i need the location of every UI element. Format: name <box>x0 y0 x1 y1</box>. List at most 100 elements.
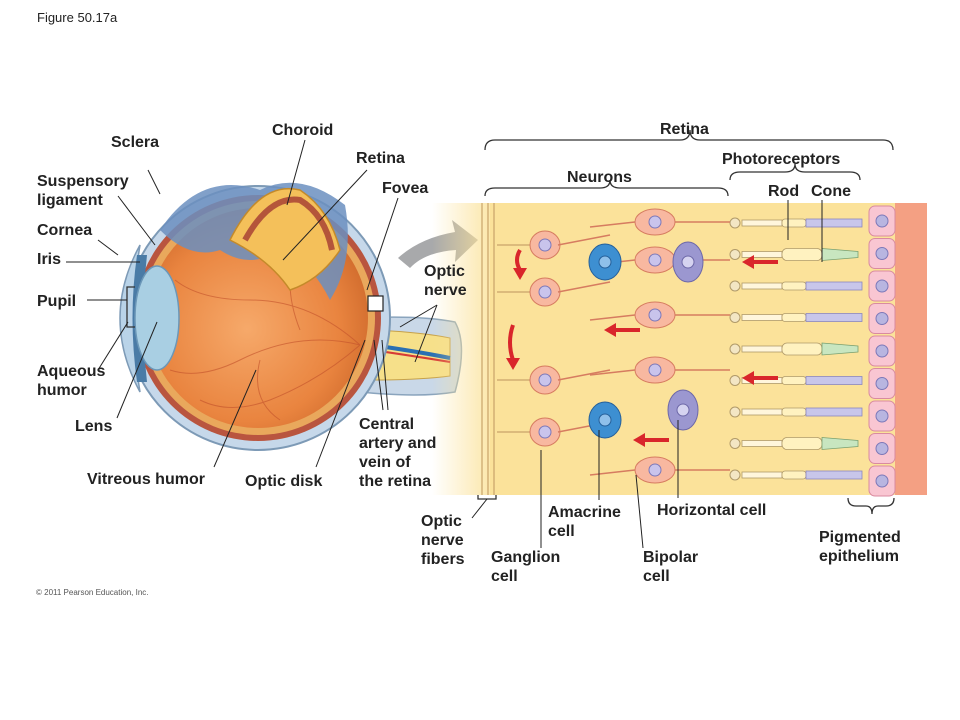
label-central-artery-4: the retina <box>359 473 432 490</box>
curved-signal-arrow-head <box>506 358 520 370</box>
rod-body <box>781 281 807 291</box>
bipolar-axon <box>589 221 636 228</box>
photoreceptor-inner-segment <box>741 251 783 258</box>
copyright-notice: © 2011 Pearson Education, Inc. <box>36 588 149 597</box>
label-ganglion-1: Ganglion <box>491 549 561 566</box>
curved-signal-arrow-head <box>513 268 527 280</box>
photoreceptor-soma <box>729 406 741 418</box>
label-optic-nerve-1: Optic <box>424 263 465 280</box>
photoreceptor-inner-segment <box>741 345 783 353</box>
retina-bracket <box>484 129 894 151</box>
epithelium-nucleus <box>875 409 889 423</box>
epithelium-nucleus <box>875 312 889 325</box>
neurons-bracket <box>484 179 729 197</box>
photoreceptor-inner-segment <box>741 440 783 447</box>
neuron-layer <box>497 208 778 484</box>
pigmented-epithelium-cells <box>868 205 896 497</box>
cone-body <box>781 437 823 450</box>
label-rod: Rod <box>768 183 800 200</box>
photoreceptor-soma <box>729 217 741 229</box>
eyeball <box>119 182 463 451</box>
fovea-marker-box <box>367 295 384 312</box>
bipolar-nucleus <box>648 253 662 267</box>
photoreceptor-soma <box>729 438 741 449</box>
label-suspensory-1: Suspensory <box>37 173 129 190</box>
rod-body <box>781 376 807 385</box>
epithelium-nucleus <box>875 247 889 260</box>
photoreceptors-bracket <box>729 163 861 181</box>
rod-outer-segment <box>805 407 863 417</box>
bipolar-axon <box>589 314 636 321</box>
bipolar-nucleus <box>648 363 662 377</box>
horizontal-nucleus <box>681 255 695 269</box>
bipolar-nucleus <box>648 215 662 229</box>
label-optic-fibers-1: Optic <box>421 513 462 530</box>
signal-arrow-head <box>633 433 645 447</box>
photoreceptor-inner-segment <box>741 471 783 479</box>
ganglion-nucleus <box>538 425 552 439</box>
photoreceptor-soma <box>729 280 741 292</box>
rod-outer-segment <box>805 218 863 228</box>
signal-arrow-head <box>742 371 754 385</box>
ganglion-nucleus <box>538 285 552 299</box>
label-amacrine-1: Amacrine <box>548 504 621 521</box>
photoreceptor-inner-segment <box>741 219 783 227</box>
bipolar-nucleus <box>648 463 662 477</box>
label-optic-nerve-2: nerve <box>424 282 467 299</box>
cone-body <box>781 342 823 356</box>
rod-outer-segment <box>805 470 863 480</box>
epithelium-nucleus <box>875 344 889 358</box>
label-retina-detail: Retina <box>660 121 709 138</box>
photoreceptor-soma <box>729 375 741 386</box>
label-central-artery-1: Central <box>359 416 415 433</box>
rod-body <box>781 218 807 228</box>
epithelium-nucleus <box>875 279 889 293</box>
epithelium-nucleus <box>875 442 889 455</box>
label-retina-eye: Retina <box>356 150 405 167</box>
label-pupil: Pupil <box>37 293 77 310</box>
retina-detail-panel <box>432 203 927 497</box>
leader-lines <box>66 139 823 549</box>
label-cone: Cone <box>811 183 851 200</box>
label-choroid: Choroid <box>272 122 334 139</box>
cone-outer-segment <box>821 437 859 450</box>
label-optic-disk: Optic disk <box>245 473 323 490</box>
horizontal-nucleus <box>676 403 690 417</box>
rod-body <box>781 313 807 322</box>
label-pigmented-1: Pigmented <box>819 529 901 546</box>
label-cornea: Cornea <box>37 222 93 239</box>
photoreceptor-layer <box>729 217 863 481</box>
epithelium-nucleus <box>875 474 889 488</box>
rod-outer-segment <box>805 376 863 385</box>
label-sclera: Sclera <box>111 134 160 151</box>
photoreceptor-inner-segment <box>741 282 783 290</box>
photoreceptor-soma <box>729 469 741 481</box>
photoreceptor-inner-segment <box>741 408 783 416</box>
label-photoreceptors: Photoreceptors <box>722 151 841 168</box>
label-optic-fibers-3: fibers <box>421 551 465 568</box>
label-ganglion-2: cell <box>491 568 518 585</box>
bipolar-nucleus <box>648 308 662 322</box>
ganglion-dendrite <box>557 369 611 381</box>
rod-outer-segment <box>805 313 863 322</box>
rod-body <box>781 407 807 417</box>
bipolar-axon <box>589 469 636 476</box>
label-amacrine-2: cell <box>548 523 575 540</box>
signal-arrow-head <box>604 323 616 337</box>
label-fovea: Fovea <box>382 180 429 197</box>
rod-outer-segment <box>805 281 863 291</box>
photoreceptor-soma <box>729 343 741 355</box>
epithelium-nucleus <box>875 214 889 228</box>
label-lens: Lens <box>75 418 113 435</box>
figure-number: Figure 50.17a <box>37 10 118 25</box>
bipolar-axon <box>589 369 636 376</box>
label-bipolar-1: Bipolar <box>643 549 699 566</box>
label-suspensory-2: ligament <box>37 192 103 209</box>
ganglion-dendrite <box>557 281 611 293</box>
label-optic-fibers-2: nerve <box>421 532 464 549</box>
rod-body <box>781 470 807 480</box>
ganglion-nucleus <box>538 373 552 387</box>
photoreceptor-inner-segment <box>741 314 783 321</box>
lens-shape <box>134 265 180 371</box>
